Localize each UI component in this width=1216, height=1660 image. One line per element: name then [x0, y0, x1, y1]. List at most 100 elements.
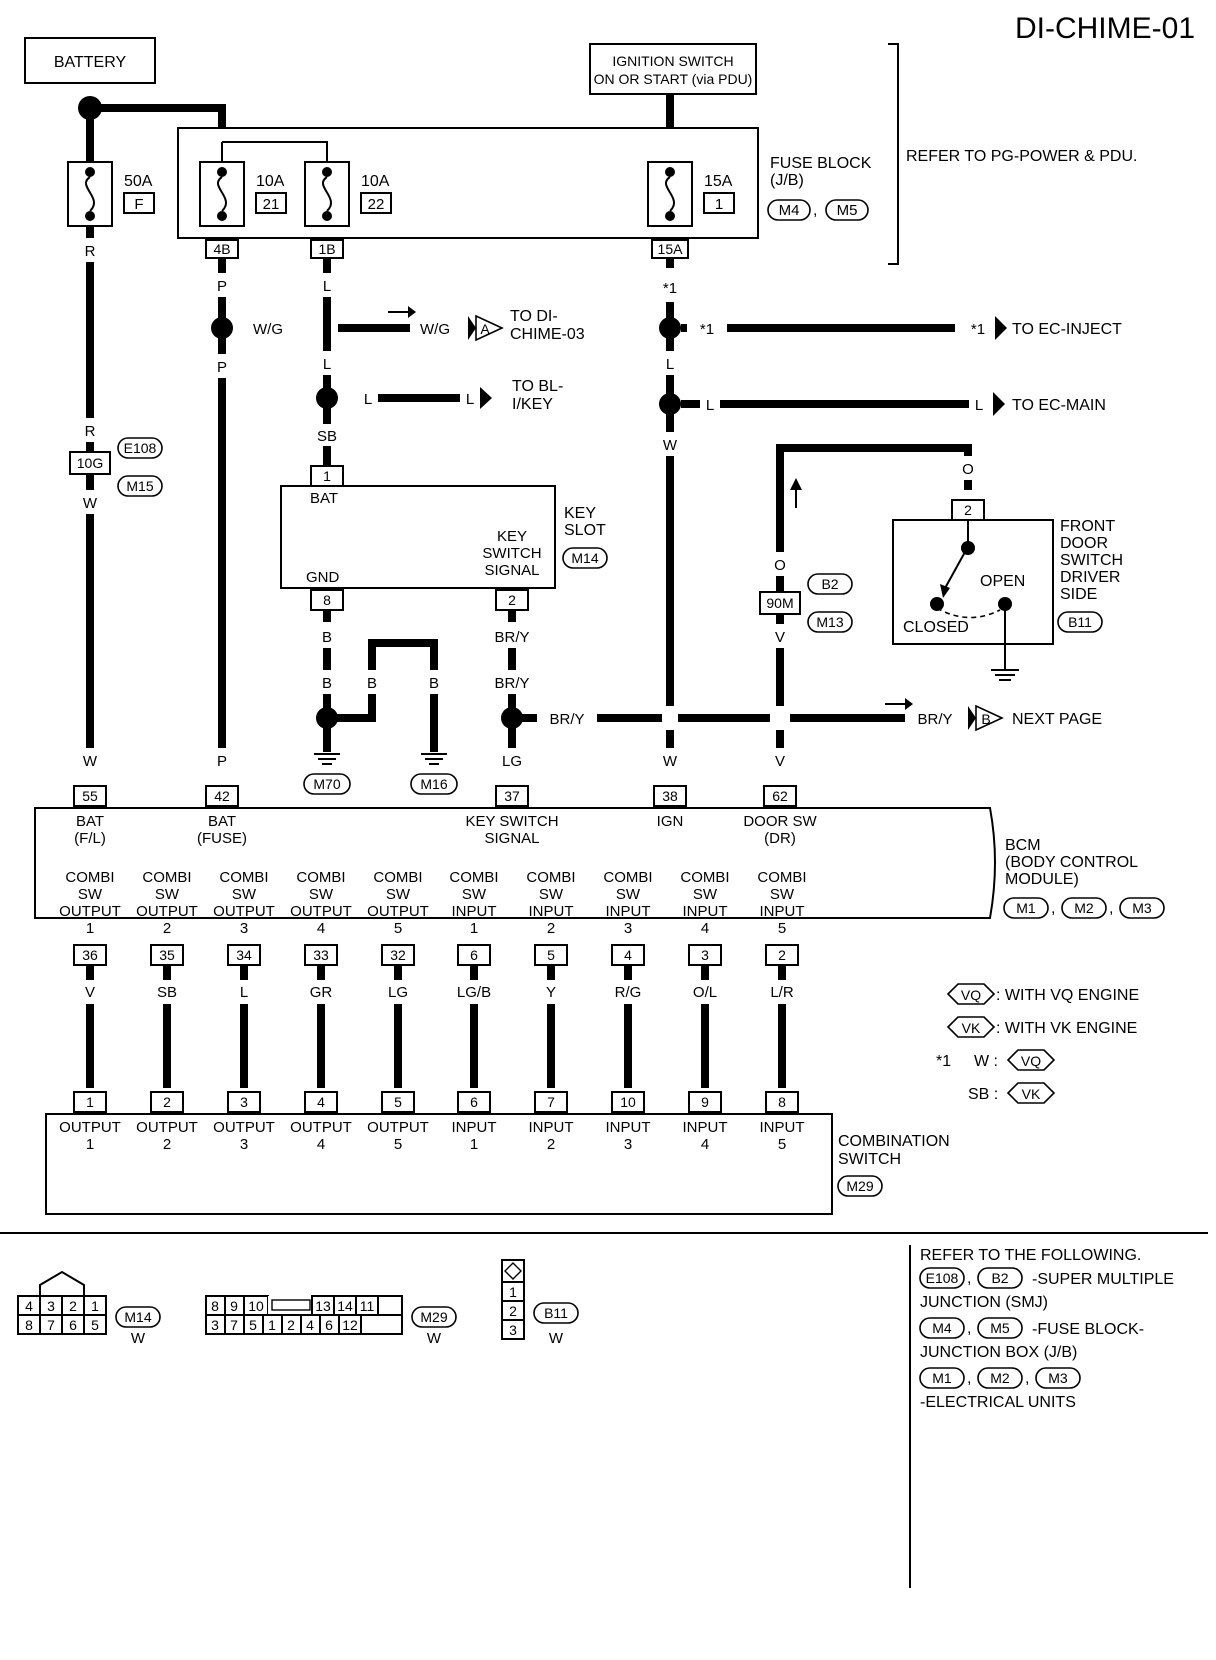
pin-cell: 12 — [342, 1317, 358, 1333]
wire-label: LG — [502, 753, 522, 770]
separator: , — [967, 1370, 971, 1387]
wire-label: O/L — [693, 984, 717, 1001]
bcm-top-label: BAT — [76, 813, 104, 830]
combi-pin-label: INPUT — [683, 1119, 728, 1136]
bcm-combi-label: 5 — [778, 920, 786, 937]
combi-pin-number: 6 — [470, 1094, 478, 1110]
fuse-10a-21: 10A 21 — [199, 161, 287, 227]
combi-pin-number: 2 — [163, 1094, 171, 1110]
bcm-bottom-pin: 34 — [236, 947, 252, 963]
key-slot-sig-2: SWITCH — [482, 545, 541, 562]
bcm-combi-column: COMBI SW INPUT 4 3 O/L — [680, 869, 729, 1001]
legend-w-vq: VQ — [1021, 1053, 1041, 1069]
bcm-combi-label: SW — [616, 886, 641, 903]
connector-m4-label: M4 — [779, 202, 800, 219]
wire-label: L — [323, 278, 331, 295]
refer-jb-2: JUNCTION BOX (J/B) — [920, 1344, 1077, 1361]
pin-cell: 5 — [249, 1317, 257, 1333]
wire-label: O — [774, 557, 786, 574]
connector-pill — [767, 199, 811, 221]
pin-cell: 8 — [25, 1317, 33, 1333]
bcm-title-2: (BODY CONTROL — [1005, 854, 1138, 871]
pin-cell: 2 — [69, 1298, 77, 1314]
wire-label: B — [429, 675, 439, 692]
fuse-id: 1 — [715, 196, 723, 213]
refer-conn: E108 — [926, 1270, 959, 1286]
connector-m15-label: M15 — [126, 478, 153, 494]
key-slot-pin-bat: 1 — [323, 468, 331, 484]
pin-cell: 6 — [69, 1317, 77, 1333]
refer-jb-1: -FUSE BLOCK- — [1032, 1321, 1144, 1338]
wire-label: P — [217, 359, 227, 376]
bcm-top-label: SIGNAL — [484, 830, 539, 847]
bcm-combi-column: COMBI SW OUTPUT 4 33 GR — [290, 869, 352, 1001]
ground-m16-label: M16 — [420, 776, 447, 792]
bcm-combi-label: 4 — [317, 920, 325, 937]
connector-m1-label: M1 — [1016, 900, 1036, 916]
bcm-combi-label: OUTPUT — [367, 903, 429, 920]
refer-conn: M4 — [932, 1320, 952, 1336]
ignition-switch-box — [589, 43, 757, 95]
bcm-pin-62: 62 — [772, 788, 788, 804]
grounds: M70 M16 — [303, 753, 458, 795]
combi-pin-label: 2 — [547, 1136, 555, 1153]
combi-pin-label: 4 — [317, 1136, 325, 1153]
separator: , — [967, 1270, 971, 1287]
bcm-combi-label: SW — [693, 886, 718, 903]
legend-sb: SB : — [968, 1086, 998, 1103]
separator: , — [813, 202, 817, 219]
bcm-bottom-pin: 5 — [547, 947, 555, 963]
bcm-combi-label: OUTPUT — [213, 903, 275, 920]
bcm-top-label: (DR) — [764, 830, 796, 847]
wire-label: W/G — [253, 321, 283, 338]
refer-smj-2: JUNCTION (SMJ) — [920, 1294, 1048, 1311]
bcm-bottom-pin: 36 — [82, 947, 98, 963]
wire-label: W — [83, 495, 98, 512]
bcm-combi-label: 2 — [547, 920, 555, 937]
wire-label: W — [663, 753, 678, 770]
door-switch-closed: CLOSED — [903, 619, 969, 636]
pin-cell: 9 — [230, 1298, 238, 1314]
key-slot-gnd: GND — [306, 569, 340, 586]
wire-label: *1 — [700, 321, 714, 338]
wire-label: L — [706, 397, 714, 414]
wire-label: GR — [310, 984, 333, 1001]
bcm-combi-label: OUTPUT — [59, 903, 121, 920]
wire-label: P — [217, 753, 227, 770]
bcm-title-1: BCM — [1005, 837, 1041, 854]
bcm-combi-label: SW — [770, 886, 795, 903]
dest-ec-main: TO EC-MAIN — [1012, 397, 1106, 414]
combi-pin-label: INPUT — [529, 1119, 574, 1136]
combi-pin-label: 3 — [624, 1136, 632, 1153]
refer-bracket — [888, 43, 899, 265]
ignition-label-1: IGNITION SWITCH — [612, 53, 733, 69]
bcm-top-label: IGN — [657, 813, 684, 830]
fuse-15a: 15A 1 — [647, 161, 735, 227]
combi-pin-label: 5 — [778, 1136, 786, 1153]
connector-pill — [825, 199, 869, 221]
bcm-combi-label: 3 — [240, 920, 248, 937]
wire-label: BR/Y — [917, 711, 952, 728]
pin-cell: 10 — [248, 1298, 264, 1314]
wire-label: *1 — [663, 280, 677, 297]
bcm-pin-38: 38 — [662, 788, 678, 804]
bcm-combi-label: COMBI — [142, 869, 191, 886]
key-slot: 1 BAT GND KEY SWITCH SIGNAL 8 2 KEY SLOT… — [280, 465, 608, 611]
combi-pin-number: 8 — [778, 1094, 786, 1110]
legend-vk: VK — [962, 1020, 981, 1036]
pin-cell: 4 — [25, 1298, 33, 1314]
combi-pin-label: 1 — [86, 1136, 94, 1153]
pin-cell: 5 — [91, 1317, 99, 1333]
connector-m3-label: M3 — [1132, 900, 1152, 916]
destinations: A TO DI- CHIME-03 TO BL- I/KEY TO EC-INJ… — [388, 306, 1122, 732]
wire-label: SB — [317, 428, 337, 445]
combi-pin-label: OUTPUT — [59, 1119, 121, 1136]
dest-a-line2: CHIME-03 — [510, 326, 585, 343]
bcm-pin-37: 37 — [504, 788, 520, 804]
wire-label: BR/Y — [494, 675, 529, 692]
key-slot-title-2: SLOT — [564, 522, 606, 539]
wire-label: W/G — [420, 321, 450, 338]
fuse-id: 22 — [368, 196, 385, 213]
